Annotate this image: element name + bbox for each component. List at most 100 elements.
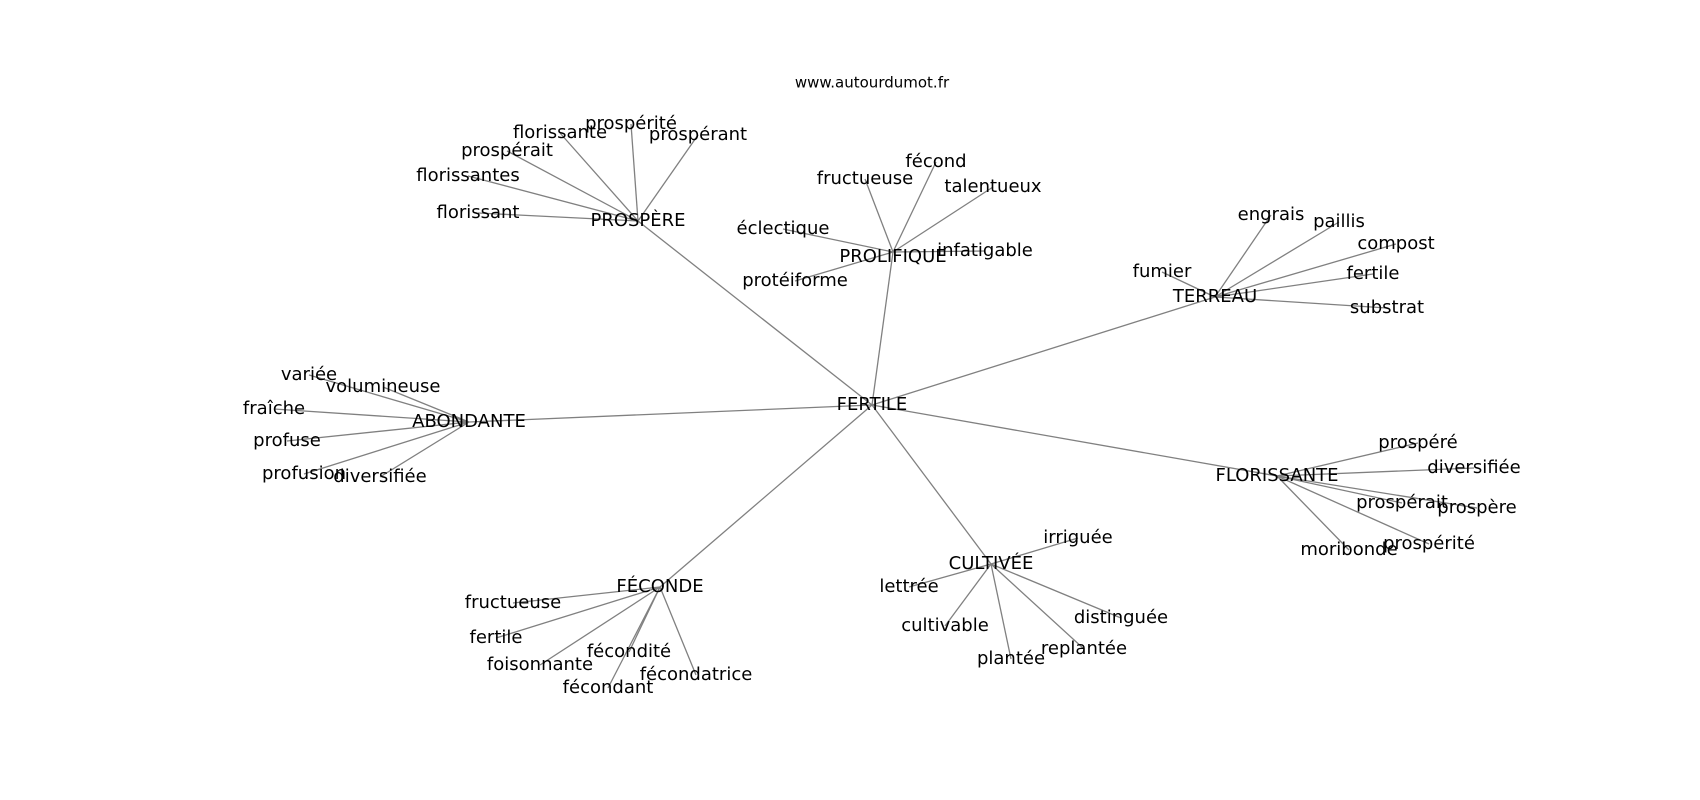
edge-terreau-fumier: [1161, 271, 1216, 298]
edge-cultivee-plantee: [990, 563, 1012, 660]
edge-cultivee-cultivable: [944, 563, 992, 627]
source-url: www.autourdumot.fr: [795, 74, 950, 92]
leaf-node-cultivee-irriguee: irriguée: [1043, 527, 1112, 548]
leaf-node-abondante-fraiche: fraîche: [243, 398, 305, 419]
group-node-prolifique: PROLIFIQUE: [839, 246, 946, 267]
edge-center-terreau: [871, 296, 1216, 406]
leaf-node-feconde-foisonnante: foisonnante: [487, 654, 593, 675]
leaf-node-cultivee-cultivable: cultivable: [901, 615, 989, 636]
group-node-prospere: PROSPÈRE: [590, 209, 685, 231]
edge-abondante-profusion: [303, 421, 470, 475]
edge-center-cultivee: [871, 404, 992, 565]
center-node: FERTILE: [837, 394, 908, 415]
edge-feconde-foisonnante: [539, 586, 661, 666]
leaf-node-cultivee-plantee: plantée: [977, 648, 1045, 669]
leaf-node-feconde-fructueuse: fructueuse: [465, 592, 561, 613]
graph-edges: [273, 123, 1478, 689]
leaf-node-feconde-fecondant: fécondant: [563, 677, 654, 698]
edge-prospere-prosperait: [506, 150, 639, 222]
leaf-node-prospere-prosperant: prospérant: [649, 124, 747, 145]
edge-center-abondante: [468, 404, 873, 423]
graph-labels: www.autourdumot.fr FERTILE PROSPÈRE flori…: [243, 74, 1521, 699]
edge-florissante-prosperait: [1276, 475, 1403, 504]
edge-cultivee-replantee: [990, 563, 1085, 650]
leaf-node-feconde-fertile: fertile: [470, 627, 523, 648]
edge-abondante-profuse: [286, 421, 470, 442]
leaf-node-terreau-substrat: substrat: [1350, 297, 1424, 318]
edge-prolifique-eclectique: [782, 228, 894, 253]
leaf-node-terreau-compost: compost: [1357, 233, 1434, 254]
edge-cultivee-irriguee: [990, 537, 1079, 565]
edge-florissante-prospere: [1276, 475, 1478, 509]
edge-prospere-prosperant: [637, 134, 699, 222]
edge-prolifique-talentueux: [892, 186, 994, 253]
edge-prolifique-proteiforme: [794, 251, 894, 282]
leaf-node-florissante-prosperite: prospérité: [1383, 533, 1475, 554]
edge-terreau-engrais: [1214, 214, 1272, 298]
leaf-node-florissante-diversifiee: diversifiée: [1427, 457, 1520, 478]
edge-feconde-fructueuse: [512, 586, 661, 604]
leaf-node-prolifique-eclectique: éclectique: [737, 218, 830, 239]
edge-prospere-florissantes: [467, 175, 639, 222]
leaf-node-terreau-paillis: paillis: [1313, 211, 1365, 232]
leaf-node-abondante-volumineuse: volumineuse: [326, 376, 441, 397]
leaf-node-cultivee-replantee: replantée: [1041, 638, 1127, 659]
leaf-node-cultivee-lettree: lettrée: [879, 576, 938, 597]
edge-center-feconde: [659, 404, 873, 588]
edge-prospere-florissante: [559, 132, 639, 222]
edge-abondante-diversifiee: [379, 421, 470, 478]
leaf-node-abondante-profusion: profusion: [262, 463, 346, 484]
edge-terreau-fertile: [1214, 273, 1374, 298]
edge-cultivee-lettree: [908, 563, 992, 588]
group-node-florissante: FLORISSANTE: [1215, 465, 1338, 486]
leaf-node-prolifique-fecond: fécond: [905, 151, 966, 172]
leaf-node-florissante-prosperait: prospérait: [1356, 492, 1448, 513]
leaf-node-abondante-profuse: profuse: [253, 430, 321, 451]
edge-feconde-fertile: [495, 586, 661, 639]
leaf-node-prospere-florissantes: florissantes: [416, 165, 519, 186]
edge-abondante-variee: [308, 374, 470, 423]
leaf-node-terreau-engrais: engrais: [1238, 204, 1305, 225]
leaf-node-abondante-diversifiee: diversifiée: [333, 466, 426, 487]
edge-prolifique-fructueuse: [864, 178, 894, 253]
edge-prospere-florissant: [477, 212, 639, 222]
group-node-cultivee: CULTIVÉE: [949, 552, 1034, 574]
group-node-terreau: TERREAU: [1172, 286, 1257, 307]
leaf-node-prolifique-talentueux: talentueux: [944, 176, 1042, 197]
leaf-node-florissante-moribonde: moribonde: [1300, 539, 1397, 560]
leaf-node-terreau-fertile: fertile: [1347, 263, 1400, 284]
leaf-node-cultivee-distinguee: distinguée: [1074, 607, 1168, 628]
edge-abondante-fraiche: [273, 408, 470, 423]
edge-florissante-diversifiee: [1276, 467, 1475, 477]
edge-prospere-prosperite: [630, 123, 639, 222]
leaf-node-prolifique-infatigable: infatigable: [937, 240, 1033, 261]
edge-florissante-prosperite: [1276, 475, 1430, 545]
edge-center-prolifique: [871, 251, 894, 406]
leaf-node-prospere-florissant: florissant: [436, 202, 519, 223]
edge-feconde-fecondatrice: [659, 586, 697, 676]
leaf-node-feconde-fecondite: fécondité: [587, 641, 671, 662]
edge-terreau-substrat: [1214, 296, 1388, 309]
edge-terreau-paillis: [1214, 221, 1340, 298]
leaf-node-prolifique-fructueuse: fructueuse: [817, 168, 913, 189]
group-node-abondante: ABONDANTE: [412, 411, 526, 432]
leaf-node-prospere-prosperait: prospérait: [461, 140, 553, 161]
leaf-node-prospere-florissante: florissante: [513, 122, 607, 143]
edge-center-florissante: [871, 404, 1278, 477]
edge-abondante-volumineuse: [382, 386, 470, 423]
edge-prolifique-fecond: [892, 161, 937, 253]
leaf-node-abondante-variee: variée: [281, 364, 337, 385]
leaf-node-prospere-prosperite: prospérité: [585, 113, 677, 134]
leaf-node-terreau-fumier: fumier: [1133, 261, 1192, 282]
edge-prolifique-infatigable: [892, 250, 986, 253]
leaf-node-florissante-prospere: prospère: [1437, 497, 1516, 518]
edge-feconde-fecondant: [607, 586, 661, 689]
edge-terreau-compost: [1214, 243, 1397, 298]
edge-center-prospere: [637, 220, 873, 406]
edge-florissante-moribonde: [1276, 475, 1350, 551]
leaf-node-feconde-fecondatrice: fécondatrice: [640, 664, 753, 685]
edge-cultivee-distinguee: [990, 563, 1122, 619]
group-node-feconde: FÉCONDE: [616, 575, 703, 597]
leaf-node-prolifique-proteiforme: protéiforme: [742, 270, 848, 291]
